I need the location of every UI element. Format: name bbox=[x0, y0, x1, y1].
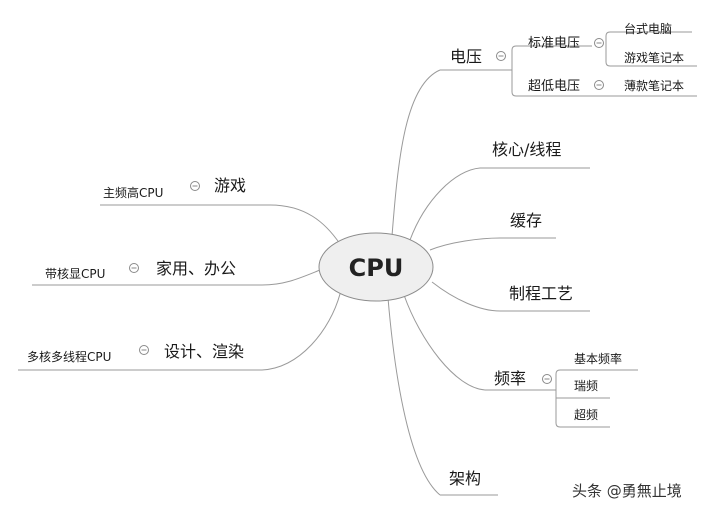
branch-process-label[interactable]: 制程工艺 bbox=[509, 284, 573, 303]
connector-process bbox=[431, 281, 501, 312]
collapse-icon-ultra-low-voltage[interactable] bbox=[594, 80, 604, 90]
collapse-icon-home-office[interactable] bbox=[129, 263, 139, 273]
branch-frequency-label[interactable]: 频率 bbox=[494, 369, 526, 388]
collapse-icon-standard-voltage[interactable] bbox=[594, 38, 604, 48]
connector-home-office bbox=[261, 269, 321, 286]
connector-game bbox=[269, 204, 341, 245]
branch-cores-threads-label[interactable]: 核心/线程 bbox=[492, 140, 561, 159]
collapse-icon-frequency[interactable] bbox=[542, 374, 552, 384]
watermark: 头条 @勇無止境 bbox=[572, 482, 682, 500]
item-turbo-frequency[interactable]: 瑞频 bbox=[574, 379, 598, 393]
bracket-frequency bbox=[555, 369, 638, 428]
item-desktop-pc[interactable]: 台式电脑 bbox=[624, 21, 672, 36]
connector-cores-threads bbox=[409, 167, 481, 241]
usage-design-render-label[interactable]: 设计、渲染 bbox=[164, 342, 244, 361]
center-node[interactable] bbox=[318, 232, 434, 302]
bracket-voltage bbox=[511, 45, 612, 97]
item-gaming-laptop[interactable]: 游戏笔记本 bbox=[624, 50, 684, 65]
standard-voltage-label[interactable]: 标准电压 bbox=[528, 36, 580, 51]
connector-design-render bbox=[261, 293, 341, 371]
item-thin-laptop[interactable]: 薄款笔记本 bbox=[624, 78, 684, 93]
branch-architecture-label[interactable]: 架构 bbox=[449, 469, 481, 488]
connector-voltage bbox=[391, 69, 441, 237]
bracket-standard-voltage bbox=[605, 31, 697, 67]
branch-cache-label[interactable]: 缓存 bbox=[510, 211, 542, 230]
item-base-frequency[interactable]: 基本频率 bbox=[574, 351, 622, 366]
usage-game-label[interactable]: 游戏 bbox=[214, 176, 246, 195]
collapse-icon-voltage[interactable] bbox=[496, 51, 506, 61]
branch-voltage-label[interactable]: 电压 bbox=[450, 47, 482, 66]
collapse-icon-design-render[interactable] bbox=[139, 345, 149, 355]
item-overclock[interactable]: 超频 bbox=[574, 407, 598, 422]
center-label: CPU bbox=[349, 254, 404, 282]
connector-cache bbox=[429, 237, 501, 251]
cpu-high-frequency-label[interactable]: 主频高CPU bbox=[103, 185, 163, 200]
cpu-multicore-label[interactable]: 多核多线程CPU bbox=[27, 349, 111, 364]
connector-frequency bbox=[403, 294, 486, 391]
collapse-icon-game[interactable] bbox=[190, 181, 200, 191]
cpu-integrated-graphics-label[interactable]: 带核显CPU bbox=[45, 267, 105, 281]
usage-home-office-label[interactable]: 家用、办公 bbox=[156, 259, 236, 278]
connector-architecture bbox=[387, 297, 441, 496]
ultra-low-voltage-label[interactable]: 超低电压 bbox=[528, 79, 580, 94]
